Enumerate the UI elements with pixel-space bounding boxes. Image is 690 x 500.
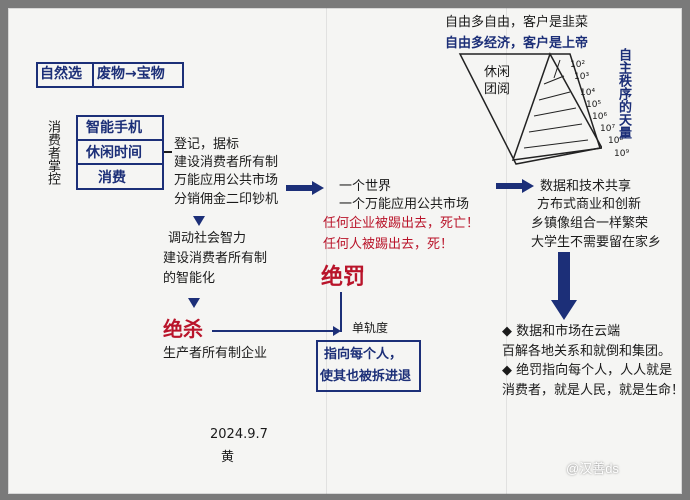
right-arrow-icon xyxy=(286,181,324,195)
box-line-1: 指向每个人， xyxy=(324,347,403,362)
right-arrow-icon xyxy=(333,326,341,336)
extinction-note: 生产者所有制企业 xyxy=(163,346,268,361)
red-warning-2: 任何人被踢出去，死！ xyxy=(323,237,454,252)
scale-label: 10⁴ xyxy=(580,88,596,98)
pyramid-label-2: 团阅 xyxy=(484,82,511,97)
down-arrow-icon xyxy=(188,298,200,308)
mid-note-3: 的智能化 xyxy=(163,271,216,286)
header-right-label: 废物→宝物 xyxy=(97,66,165,82)
bracket-line xyxy=(164,151,172,153)
scale-label: 10⁵ xyxy=(586,100,602,110)
header-divider xyxy=(92,64,94,86)
note-line-4: 分销佣金二印钞机 xyxy=(174,192,279,207)
connector-line xyxy=(340,292,342,332)
scale-label: 10² xyxy=(570,60,586,70)
note-line-3: 万能应用公共市场 xyxy=(174,173,279,188)
date-label: 2024.9.7 xyxy=(210,427,268,442)
jueba-label: 绝罚 xyxy=(321,265,366,290)
arrow-line-2: 方布式商业和创新 xyxy=(537,197,642,212)
bottom-line-2: 百解各地关系和就倒和集团。 xyxy=(502,344,672,359)
pyramid-label-1: 休闲 xyxy=(484,65,511,80)
side-vertical-label: 自主秩序的天量 xyxy=(615,48,631,139)
top-line-1: 自由多自由，客户是韭菜 xyxy=(445,15,589,30)
consumer-stack-box xyxy=(76,115,164,190)
scale-label: 10³ xyxy=(574,72,590,82)
down-arrow-icon xyxy=(551,252,577,320)
box-line-2: 使其也被拆进退 xyxy=(320,369,412,384)
connector-line xyxy=(212,330,338,332)
red-warning-1: 任何企业被踢出去，死亡！ xyxy=(323,216,480,231)
watermark: @汉善ds xyxy=(566,461,619,476)
scale-label: 10⁶ xyxy=(592,112,608,122)
every-person-box xyxy=(316,340,421,392)
paper-fold-line xyxy=(506,8,507,494)
mid-note-2: 建设消费者所有制 xyxy=(163,251,268,266)
top-line-2: 自由多经济，客户是上帝 xyxy=(445,36,589,51)
arrow-line-3: 乡镇像组合一样繁荣 xyxy=(531,216,649,231)
pyramid-diagram xyxy=(458,52,602,165)
stack-divider xyxy=(76,163,164,165)
extinction-label: 绝杀 xyxy=(163,317,203,341)
note-line-1: 登记，据标 xyxy=(174,137,240,152)
box-leisure-time: 休闲时间 xyxy=(86,145,142,161)
bottom-line-1: ◆ 数据和市场在云端 xyxy=(502,324,621,339)
market-label: 一个万能应用公共市场 xyxy=(339,197,470,212)
signature-label: 黄 xyxy=(221,450,235,465)
mid-note-1: 调动社会智力 xyxy=(168,231,247,246)
paper-fold-line xyxy=(326,8,327,494)
world-label: 一个世界 xyxy=(339,179,392,194)
scale-label: 10⁸ xyxy=(608,136,624,146)
arrow-line-4: 大学生不需要留在家乡 xyxy=(531,235,662,250)
bottom-line-3: ◆ 绝罚指向每个人，人人就是 xyxy=(502,363,673,378)
box-consumption: 消费 xyxy=(98,170,126,186)
vertical-label: 消费者掌控 xyxy=(44,120,60,185)
scale-label: 10⁷ xyxy=(600,124,616,134)
down-arrow-icon xyxy=(193,216,205,226)
box-smartphone: 智能手机 xyxy=(86,120,142,136)
arrow-line-1: 数据和技术共享 xyxy=(540,179,632,194)
header-left-label: 自然选 xyxy=(40,66,82,82)
stack-divider xyxy=(76,139,164,141)
bottom-line-4: 消费者，就是人民，就是生命！ xyxy=(502,383,685,398)
scale-label: 10⁹ xyxy=(614,149,630,159)
single-system-label: 单轨度 xyxy=(352,321,389,335)
header-box xyxy=(36,62,184,88)
right-arrow-icon xyxy=(496,179,534,193)
note-line-2: 建设消费者所有制 xyxy=(174,155,279,170)
